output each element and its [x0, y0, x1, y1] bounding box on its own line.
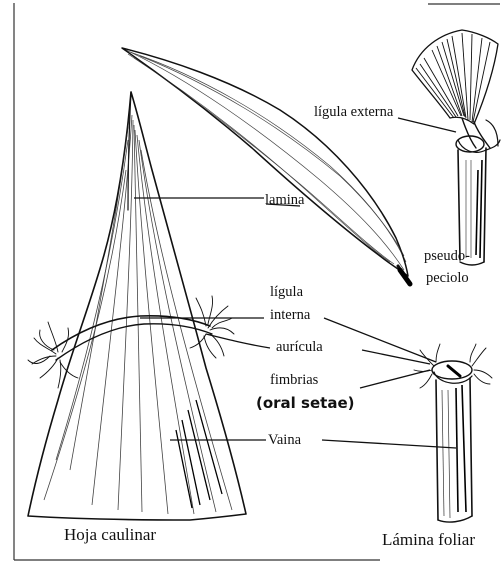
- leaf-blade-drawing: [122, 48, 410, 284]
- culm-sheath-drawing: [28, 92, 246, 520]
- label-vaina: Vaina: [268, 432, 302, 448]
- external-ligule-drawing: [412, 30, 500, 265]
- label-ligula: lígula: [270, 284, 304, 300]
- label-auricula: aurícula: [276, 339, 323, 355]
- label-fimbrias: fimbrias: [270, 372, 319, 388]
- label-oral-setae: (oral setae): [256, 394, 354, 412]
- label-lamina: lamina: [265, 192, 305, 208]
- label-lamina-foliar: Lámina foliar: [382, 530, 475, 549]
- label-pseudo: pseudo-: [424, 248, 470, 264]
- label-ligula-externa: lígula externa: [314, 104, 394, 120]
- label-hoja-caulinar: Hoja caulinar: [64, 525, 156, 544]
- label-peciolo: peciolo: [426, 270, 469, 286]
- label-interna: interna: [270, 307, 311, 323]
